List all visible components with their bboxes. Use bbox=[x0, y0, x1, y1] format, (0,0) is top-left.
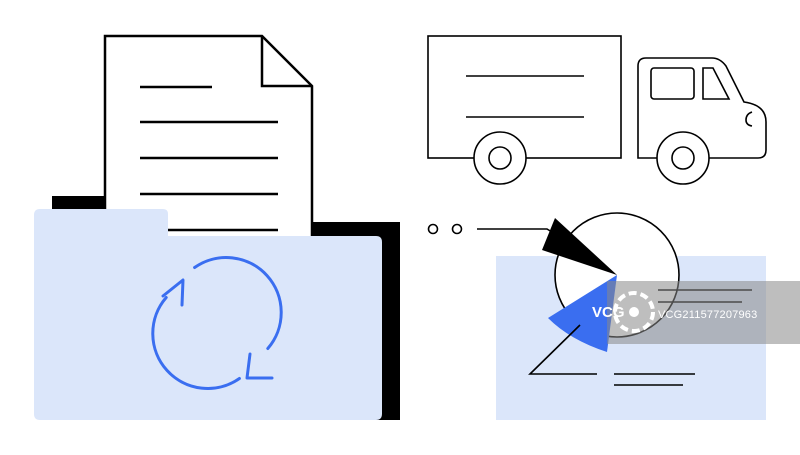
truck-cargo-box bbox=[427, 35, 622, 159]
delivery-truck-icon bbox=[427, 35, 767, 185]
watermark-logo-icon bbox=[613, 291, 655, 333]
watermark-id-text: VCG211577207963 bbox=[658, 309, 758, 321]
sync-arc-top bbox=[193, 256, 283, 350]
sync-arc-bottom bbox=[151, 296, 241, 390]
truck-headlight bbox=[745, 111, 753, 127]
watermark-logo-text: VCG bbox=[592, 304, 625, 321]
folder-front-panel bbox=[34, 209, 382, 420]
sync-arrows-icon bbox=[151, 256, 283, 390]
watermark: VCG bbox=[592, 281, 800, 344]
pie-slice-blue bbox=[548, 275, 617, 352]
pie-slice-black bbox=[542, 218, 617, 275]
folder-front bbox=[34, 209, 382, 420]
sync-arrowhead-bottom bbox=[245, 352, 274, 380]
callout-dots bbox=[427, 223, 463, 235]
watermark-logo-ring bbox=[613, 291, 655, 333]
sync-arrowhead-top bbox=[161, 278, 185, 307]
callout-dot bbox=[427, 223, 439, 235]
truck-wheel-rear-hub bbox=[488, 146, 512, 170]
watermark-band bbox=[607, 281, 800, 344]
report-leader-line bbox=[528, 324, 597, 375]
callout-dot bbox=[451, 223, 463, 235]
truck-window-rear bbox=[650, 67, 695, 100]
pie-leader-line bbox=[477, 228, 566, 241]
truck-window-front bbox=[702, 67, 731, 100]
document-corner-fold bbox=[260, 36, 312, 88]
truck-wheel-front-hub bbox=[671, 146, 695, 170]
watermark-logo-core bbox=[629, 307, 639, 317]
